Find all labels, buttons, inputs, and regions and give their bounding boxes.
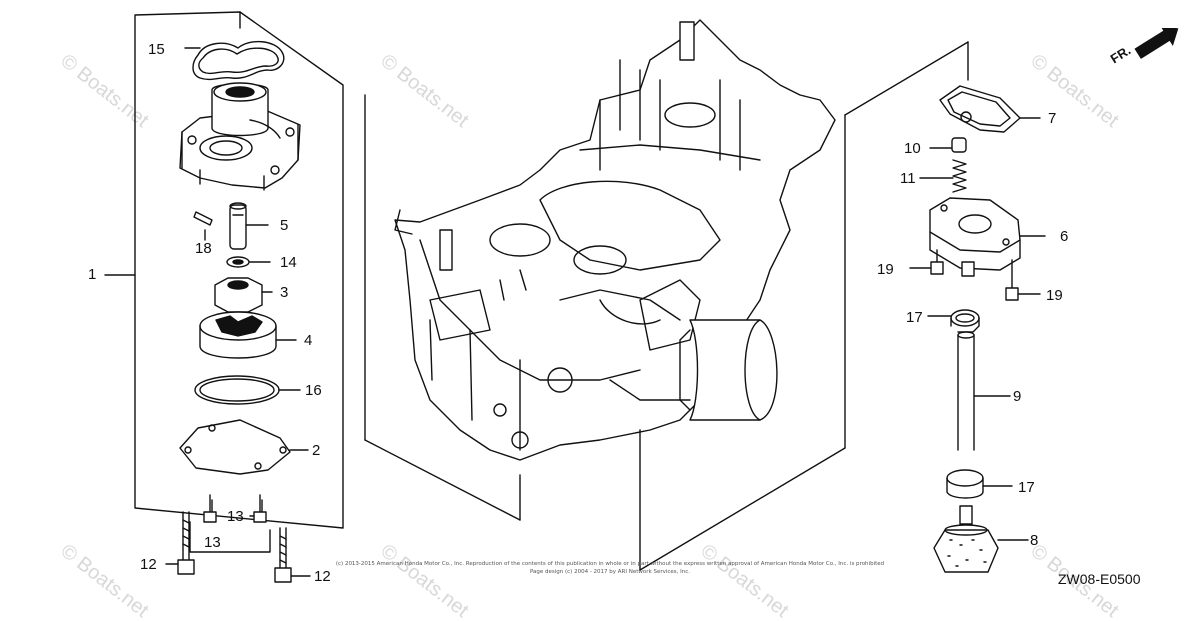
callout-3[interactable]: 3: [280, 284, 289, 301]
callout-19-right[interactable]: 19: [1046, 287, 1063, 304]
o-ring-16: [194, 375, 280, 405]
diagram-code: ZW08-E0500: [1058, 571, 1141, 587]
callout-12-right[interactable]: 12: [314, 568, 331, 585]
front-direction-arrow-icon: [1134, 28, 1179, 59]
callout-7[interactable]: 7: [1048, 110, 1057, 127]
callout-13-lower[interactable]: 13: [204, 534, 221, 551]
assembly-13-bracket: [189, 521, 271, 553]
cap-10: [929, 137, 967, 153]
callout-9[interactable]: 9: [1013, 388, 1022, 405]
callout-5[interactable]: 5: [280, 217, 289, 234]
bolt-19-left: [909, 249, 944, 275]
callout-17-top[interactable]: 17: [906, 309, 923, 326]
callout-14[interactable]: 14: [280, 254, 297, 271]
hose-clamp-17-bottom: [946, 469, 1013, 499]
page-design-notice: Page design (c) 2004 - 2017 by ARI Netwo…: [529, 569, 691, 575]
callout-10[interactable]: 10: [904, 140, 921, 157]
bolt-13-right: [253, 494, 267, 523]
callout-2[interactable]: 2: [312, 442, 321, 459]
bolt-19-right: [1005, 259, 1041, 301]
hose-9: [957, 331, 1011, 451]
callout-6[interactable]: 6: [1060, 228, 1069, 245]
regulator-housing-6: [929, 197, 1046, 277]
assembly-1-bracket: [134, 11, 344, 529]
callout-1[interactable]: 1: [88, 266, 97, 283]
cover-plate-2: [179, 419, 309, 475]
shaft-5: [229, 202, 269, 250]
parts-diagram: © Boats.net © Boats.net © Boats.net © Bo…: [56, 11, 1179, 622]
callout-15[interactable]: 15: [148, 41, 165, 58]
strainer-8: [933, 505, 1029, 573]
callout-13-upper[interactable]: 13: [227, 508, 244, 525]
callout-11[interactable]: 11: [900, 170, 916, 187]
inner-rotor-3: [214, 277, 273, 313]
copyright-notice: (c) 2013-2015 American Honda Motor Co., …: [335, 561, 885, 567]
gasket-15: [192, 41, 285, 81]
engine-cylinder-block: [394, 19, 836, 461]
diagram-drawing: [104, 11, 1046, 583]
pin-18: [193, 211, 213, 226]
spring-11: [919, 159, 967, 193]
outer-rotor-4: [199, 311, 297, 359]
oil-pump-housing: [179, 82, 301, 191]
bolt-12-right: [274, 527, 311, 583]
callout-16[interactable]: 16: [305, 382, 322, 399]
hose-clamp-17-top: [927, 309, 980, 333]
bolt-13-left: [203, 494, 217, 523]
callout-4[interactable]: 4: [304, 332, 313, 349]
callout-12-left[interactable]: 12: [140, 556, 157, 573]
bolt-12-left: [165, 511, 195, 575]
callout-8[interactable]: 8: [1030, 532, 1039, 549]
callout-18[interactable]: 18: [195, 240, 212, 257]
callout-19-left[interactable]: 19: [877, 261, 894, 278]
callout-17-bottom[interactable]: 17: [1018, 479, 1035, 496]
gasket-7: [939, 85, 1041, 133]
